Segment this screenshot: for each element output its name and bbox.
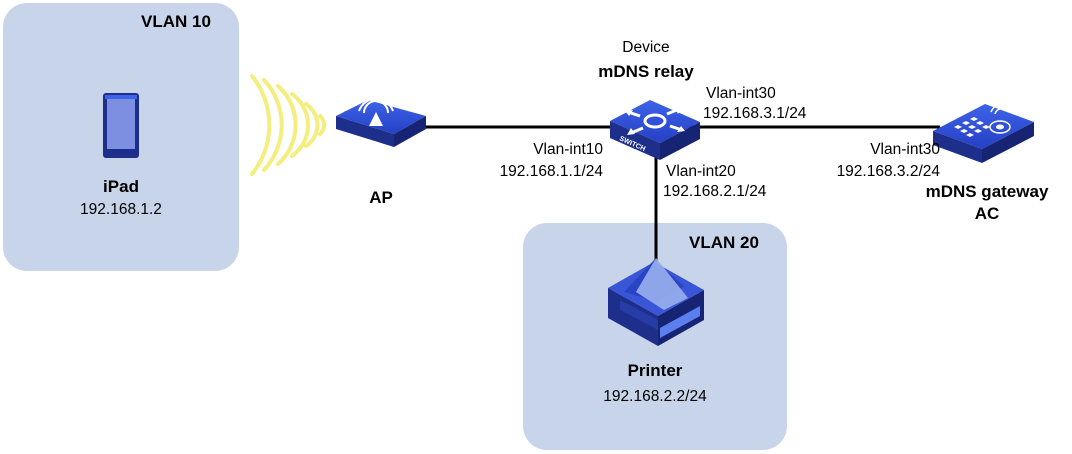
printer-icon (608, 258, 704, 346)
links (426, 125, 940, 262)
ipad-name: iPad (103, 177, 139, 196)
device-title: Device (622, 39, 669, 56)
ipad-ip: 192.168.1.2 (80, 201, 162, 218)
device-if20-ip: 192.168.2.1/24 (663, 183, 767, 200)
ac-if30-ip: 192.168.3.2/24 (837, 163, 941, 180)
access-point-icon (336, 97, 426, 147)
device-if30-name: Vlan-int30 (706, 85, 776, 102)
tablet-icon (103, 93, 139, 158)
access-controller-icon (933, 103, 1034, 163)
device-if10-name: Vlan-int10 (533, 141, 603, 158)
vlan10-label: VLAN 10 (141, 12, 211, 31)
device-if10-ip: 192.168.1.1/24 (500, 163, 604, 180)
wifi-waves-icon (250, 74, 327, 176)
switch-icon: SWITCH (610, 100, 700, 160)
device-role: mDNS relay (598, 62, 694, 81)
ac-if30-name: Vlan-int30 (870, 141, 940, 158)
ac-name: AC (975, 204, 1000, 223)
printer-ip: 192.168.2.2/24 (603, 388, 707, 405)
ap-name: AP (369, 188, 393, 207)
device-if20-name: Vlan-int20 (666, 163, 736, 180)
ac-role: mDNS gateway (926, 182, 1049, 201)
device-if30-ip: 192.168.3.1/24 (703, 105, 807, 122)
printer-name: Printer (628, 361, 683, 380)
vlan20-label: VLAN 20 (689, 233, 759, 252)
